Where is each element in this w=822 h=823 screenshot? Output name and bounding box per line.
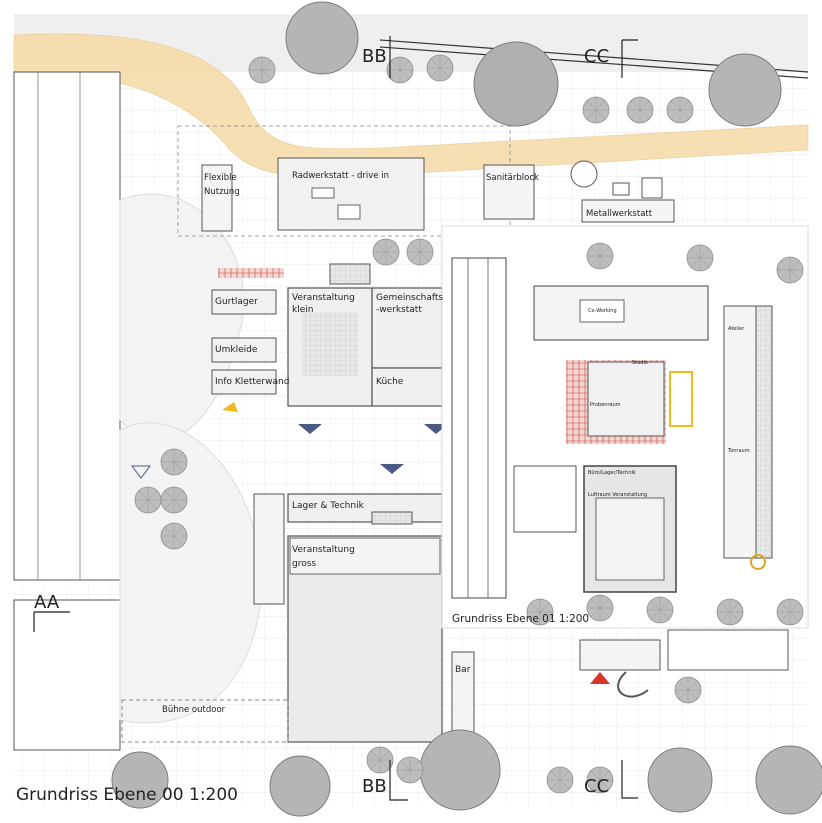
entrance-marker-1 [298, 424, 322, 434]
trees [111, 1, 822, 817]
spiral-stair [570, 160, 598, 188]
label-gemeinschaft-2: -werkstatt [376, 305, 422, 315]
label-gemeinschaft-1: Gemeinschafts [376, 293, 443, 303]
label-buehne: Bühne outdoor [162, 705, 226, 715]
stage-outdoor [121, 699, 289, 743]
section-bb-top: BB [362, 46, 387, 67]
room-metallwerkstatt [581, 199, 675, 223]
building-left-lower [13, 599, 121, 751]
section-aa: AA [34, 592, 60, 613]
label-kueche: Küche [376, 377, 404, 387]
label-flexible: Flexible [204, 173, 237, 183]
side-storage [253, 493, 285, 605]
inset-label-luftraum: Luftraum Veranstaltung [588, 492, 647, 498]
room-gurtlager [211, 289, 277, 315]
entrance-marker-2 [380, 464, 404, 474]
seating-rows [302, 312, 358, 376]
inset-yellow-stair [669, 371, 693, 427]
room-info [211, 369, 277, 395]
room-kueche [371, 367, 443, 407]
section-bb-bottom: BB [362, 776, 387, 797]
entrance-marker-red [590, 672, 610, 684]
inset-label-probenraum: Probenraum [590, 402, 621, 408]
label-bar: Bar [455, 665, 471, 675]
inset-title: Grundriss Ebene 01 1:200 [452, 613, 589, 625]
label-sanitaer: Sanitärblock [486, 173, 539, 183]
inset-label-studio: Studio [632, 360, 648, 366]
label-info: Info Kletterwand [215, 377, 289, 387]
label-nutzung: Nutzung [204, 187, 240, 197]
room-umkleide [211, 337, 277, 363]
room-flexible [201, 164, 233, 232]
inset-left-building [451, 257, 507, 599]
inset-label-tonraum: Tonraum [727, 448, 750, 454]
inset-label-coworking: Co-Working [588, 308, 617, 314]
label-lager-technik: Lager & Technik [292, 501, 365, 511]
label-gurtlager: Gurtlager [215, 297, 258, 307]
ramp [617, 671, 649, 698]
section-lines [33, 36, 638, 801]
inset-label-atelier: Atelier [728, 326, 745, 332]
red-stair [218, 268, 284, 278]
yellow-marker [222, 402, 238, 412]
inset-annex [513, 465, 577, 533]
room-gemeinschaftswerkstatt [371, 287, 443, 369]
access-path [13, 33, 809, 177]
plan-title: Grundriss Ebene 00 1:200 [16, 785, 238, 805]
section-cc-top: CC [584, 46, 609, 67]
label-veranstaltung-klein-1: Veranstaltung [292, 293, 355, 303]
room-lager-technik [287, 493, 443, 523]
label-umkleide: Umkleide [215, 345, 258, 355]
label-metallwerkstatt: Metallwerkstatt [586, 209, 653, 219]
inset-label-buero: Büro/Lager/Technik [588, 470, 636, 476]
label-veranstaltung-gross-1: Veranstaltung [292, 545, 355, 555]
section-cc-bottom: CC [584, 776, 609, 797]
room-sanitaer [483, 164, 535, 220]
building-right-lower [579, 639, 661, 671]
label-veranstaltung-gross-2: gross [292, 559, 316, 569]
label-radwerkstatt: Radwerkstatt - drive in [292, 171, 389, 181]
entrance-marker-4 [131, 465, 151, 479]
label-veranstaltung-klein-2: klein [292, 305, 313, 315]
existing-building-left [13, 71, 121, 581]
